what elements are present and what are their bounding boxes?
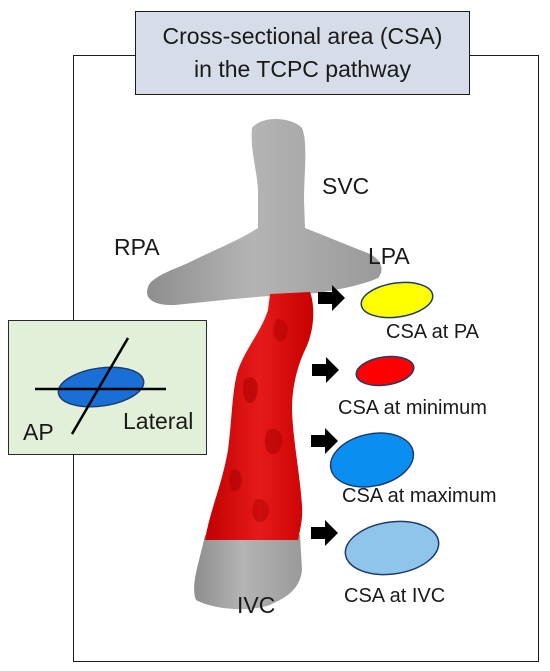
ivc-segment — [194, 535, 302, 610]
ap-label: AP — [23, 419, 54, 445]
csa-max-ellipse — [329, 432, 415, 488]
orientation-diagram — [35, 337, 166, 435]
arrow-icon-min — [312, 357, 339, 383]
title-box: Cross-sectional area (CSA) in the TCPC p… — [135, 11, 470, 95]
csa-min-ellipse — [355, 355, 415, 387]
title-line-2: in the TCPC pathway — [194, 56, 411, 82]
lpa-label: LPA — [368, 243, 410, 269]
csa-ivc-label: CSA at IVC — [344, 585, 446, 607]
ap-axis-line — [70, 337, 130, 435]
csa-min-label: CSA at minimum — [338, 397, 487, 419]
orientation-inset: AP Lateral — [8, 320, 207, 455]
csa-ivc-ellipse — [344, 520, 440, 576]
ivc-label: IVC — [237, 592, 276, 618]
csa-pa-ellipse — [360, 281, 434, 319]
svc-pa-segment — [147, 118, 382, 306]
arrow-icon-pa — [318, 285, 345, 311]
arrow-icon-ivc — [311, 520, 338, 546]
arrow-icon-max — [311, 428, 338, 454]
lateral-label: Lateral — [123, 408, 194, 434]
title-line-1: Cross-sectional area (CSA) — [162, 23, 443, 49]
rpa-label: RPA — [114, 234, 160, 260]
svc-label: SVC — [322, 173, 370, 199]
csa-max-label: CSA at maximum — [342, 485, 497, 507]
csa-pa-label: CSA at PA — [386, 321, 480, 343]
inset-ellipse — [57, 366, 145, 408]
